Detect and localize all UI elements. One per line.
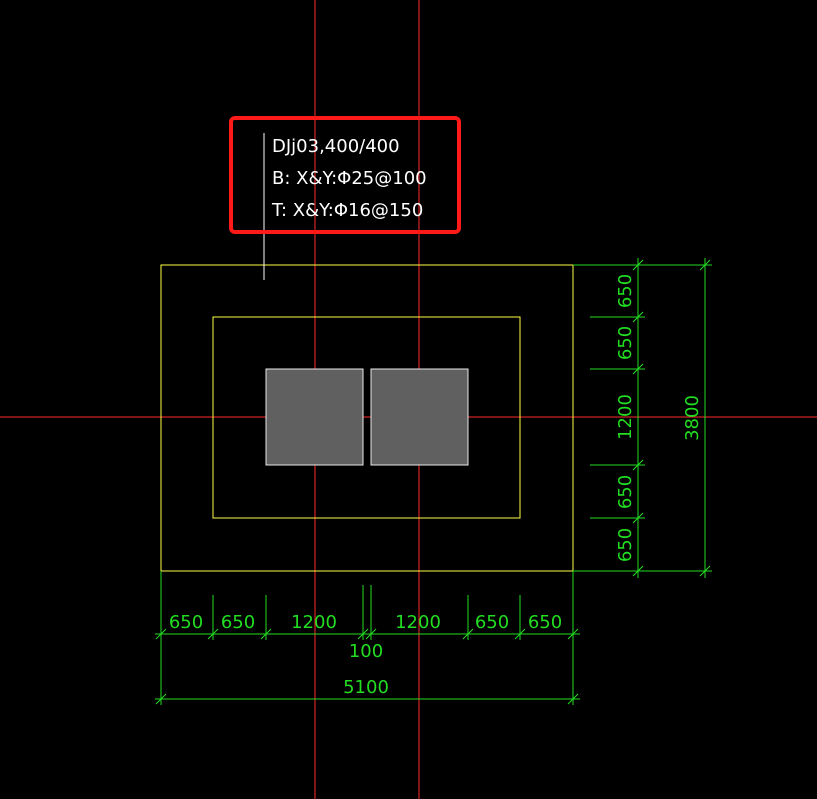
dim-bottom-5: 650 <box>475 612 509 633</box>
dim-right-total: 3800 <box>682 395 703 441</box>
column-right <box>370 368 469 466</box>
dim-bottom-2: 650 <box>221 612 255 633</box>
dim-right-5: 650 <box>615 528 636 562</box>
dim-bottom-3: 1200 <box>291 612 337 633</box>
right-dimensions <box>573 258 712 578</box>
annotation-line-2: B: X&Y:Φ25@100 <box>272 168 427 189</box>
dim-bottom-4: 1200 <box>395 612 441 633</box>
dim-right-1: 650 <box>615 274 636 308</box>
dim-bottom-total: 5100 <box>343 677 389 698</box>
dim-bottom-gap: 100 <box>349 641 383 662</box>
bottom-dimensions <box>155 571 580 705</box>
annotation-line-1: DJj03,400/400 <box>272 136 400 157</box>
dim-bottom-1: 650 <box>169 612 203 633</box>
dim-right-4: 650 <box>615 475 636 509</box>
foundation-outer-outline <box>160 264 574 572</box>
column-left <box>265 368 364 466</box>
dim-right-2: 650 <box>615 326 636 360</box>
highlight-box <box>229 116 461 234</box>
dim-bottom-6: 650 <box>528 612 562 633</box>
foundation-inner-step <box>212 316 521 519</box>
annotation-line-3: T: X&Y:Φ16@150 <box>271 200 423 221</box>
dim-right-3: 1200 <box>615 394 636 440</box>
